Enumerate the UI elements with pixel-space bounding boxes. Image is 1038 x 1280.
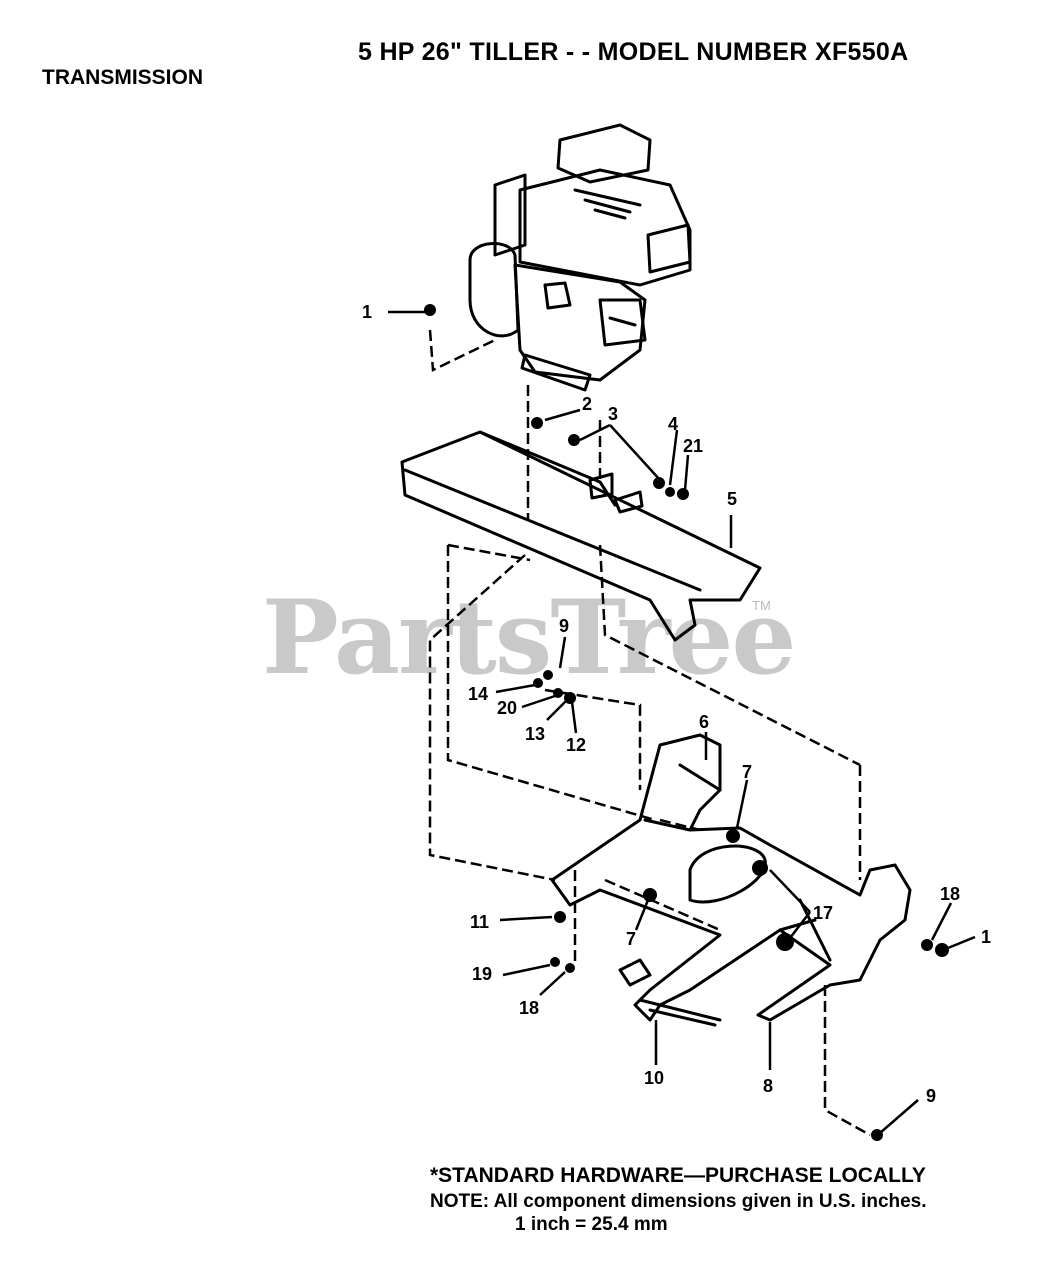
callout-4: 4 — [668, 414, 678, 434]
callout-11: 11 — [470, 912, 489, 932]
watermark: PartsTree — [262, 578, 796, 698]
callout-9-top: 9 — [559, 616, 569, 636]
watermark-trademark: TM — [752, 598, 771, 613]
callout-14: 14 — [468, 684, 488, 704]
section-label: TRANSMISSION — [42, 66, 204, 89]
callout-18-right: 18 — [940, 884, 960, 904]
diagram-title: 5 HP 26" TILLER - - MODEL NUMBER XF550A — [358, 38, 909, 66]
callout-7-right: 7 — [742, 762, 752, 782]
callout-10: 10 — [644, 1068, 664, 1088]
callout-13: 13 — [525, 724, 545, 744]
callout-1-right: 1 — [981, 927, 991, 947]
callout-9-bottom: 9 — [926, 1086, 936, 1106]
callout-18-left: 18 — [519, 998, 539, 1018]
callout-20: 20 — [497, 698, 517, 718]
standard-hardware-note: *STANDARD HARDWARE—PURCHASE LOCALLY — [430, 1164, 926, 1187]
callout-21: 21 — [683, 436, 703, 456]
callout-17: 17 — [813, 903, 833, 923]
engine-drawing — [468, 123, 692, 392]
callout-6: 6 — [699, 712, 709, 732]
callout-2: 2 — [582, 394, 592, 414]
conversion-note: 1 inch = 25.4 mm — [515, 1214, 668, 1235]
callout-3: 3 — [608, 404, 618, 424]
callout-5: 5 — [727, 489, 737, 509]
callout-12: 12 — [566, 735, 586, 755]
callout-7-left: 7 — [626, 929, 636, 949]
dimension-note: NOTE: All component dimensions given in … — [430, 1191, 927, 1212]
tine-shield-drawing — [400, 430, 762, 642]
callout-19: 19 — [472, 964, 492, 984]
transmission-housing-drawing — [550, 733, 912, 1027]
callout-8: 8 — [763, 1076, 773, 1096]
callout-1: 1 — [362, 302, 372, 322]
